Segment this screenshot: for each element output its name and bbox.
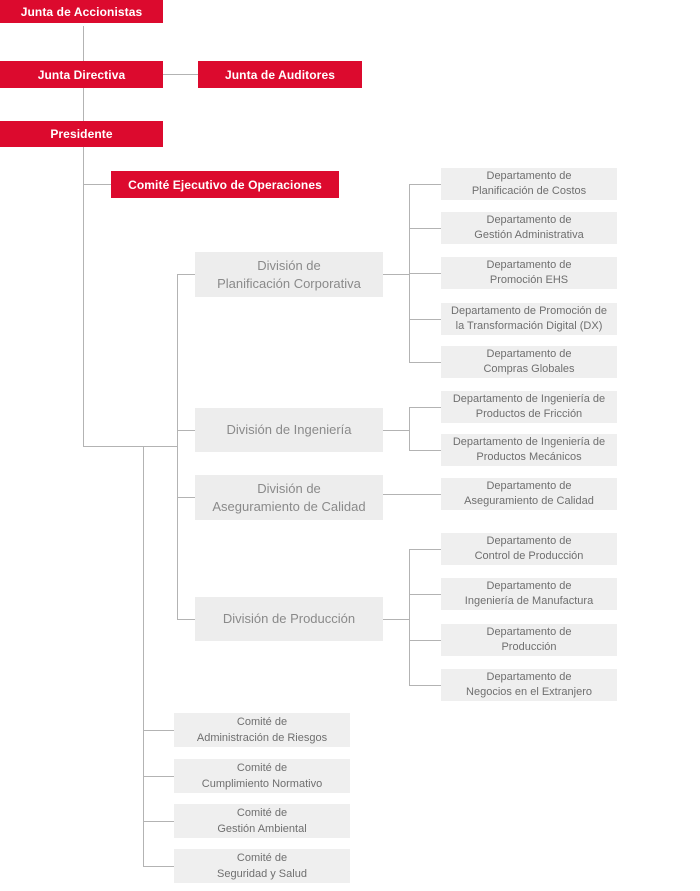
department-box: Departamento de Planificación de Costos [441,168,617,200]
division-box-ingenieria: División de Ingeniería [195,408,383,452]
department-box: Departamento de Producción [441,624,617,656]
connector-line [383,430,409,431]
department-box: Departamento de Promoción EHS [441,257,617,289]
connector-line [383,274,409,275]
connector-line [409,549,410,685]
department-box: Departamento de Control de Producción [441,533,617,565]
department-box: Departamento de Aseguramiento de Calidad [441,478,617,510]
connector-line [177,274,195,275]
connector-line [409,685,441,686]
connector-line [409,407,441,408]
connector-line [409,549,441,550]
department-box: Departamento de Promoción de la Transfor… [441,303,617,335]
connector-line [163,74,198,75]
department-box: Departamento de Ingeniería de Productos … [441,391,617,423]
connector-line [409,273,441,274]
connector-line [409,362,441,363]
connector-line [383,494,441,495]
node-junta-de-auditores: Junta de Auditores [198,61,362,88]
connector-line [143,446,144,866]
connector-line [83,147,84,446]
connector-line [177,619,195,620]
connector-line [143,866,174,867]
connector-line [409,640,441,641]
department-box: Departamento de Negocios en el Extranjer… [441,669,617,701]
connector-line [83,26,84,61]
connector-line [83,446,177,447]
committee-box: Comité de Cumplimiento Normativo [174,759,350,793]
connector-line [143,730,174,731]
department-box: Departamento de Compras Globales [441,346,617,378]
committee-box: Comité de Seguridad y Salud [174,849,350,883]
connector-line [409,407,410,450]
connector-line [409,594,441,595]
committee-box: Comité de Gestión Ambiental [174,804,350,838]
department-box: Departamento de Ingeniería de Manufactur… [441,578,617,610]
connector-line [143,821,174,822]
division-box-aseguramiento-de-calidad: División de Aseguramiento de Calidad [195,475,383,520]
committee-box: Comité de Administración de Riesgos [174,713,350,747]
division-box-produccion: División de Producción [195,597,383,641]
department-box: Departamento de Ingeniería de Productos … [441,434,617,466]
connector-line [409,450,441,451]
division-box-planificacion-corporativa: División de Planificación Corporativa [195,252,383,297]
connector-line [383,619,409,620]
connector-line [177,274,178,619]
connector-line [83,184,111,185]
connector-line [409,184,441,185]
department-box: Departamento de Gestión Administrativa [441,212,617,244]
node-presidente: Presidente [0,121,163,147]
connector-line [143,776,174,777]
connector-line [83,88,84,121]
node-comite-ejecutivo-de-operaciones: Comité Ejecutivo de Operaciones [111,171,339,198]
connector-line [177,497,195,498]
connector-line [409,319,441,320]
node-junta-de-accionistas: Junta de Accionistas [0,0,163,23]
node-junta-directiva: Junta Directiva [0,61,163,88]
connector-line [409,228,441,229]
connector-line [177,430,195,431]
